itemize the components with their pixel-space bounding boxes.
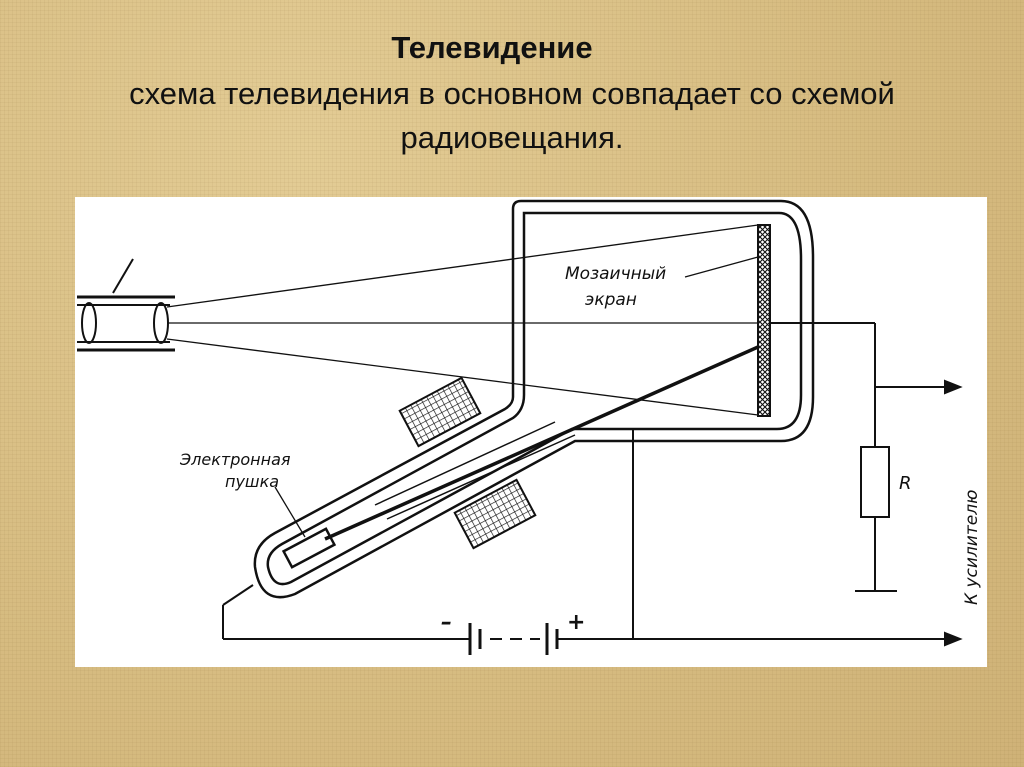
diagram-svg: Мозаичный экран Электронная пушка R К ус…: [77, 199, 982, 655]
deflection-coil-bottom: [453, 478, 537, 550]
resistor-r: [860, 446, 890, 518]
battery-circuit: [222, 584, 963, 655]
output-circuit: [770, 322, 963, 592]
deflection-coil-top: [398, 376, 482, 448]
amplifier-label: К усилителю: [962, 490, 982, 605]
lens-icon: [77, 258, 175, 352]
screen-label-line2: экран: [585, 290, 637, 310]
title-heading: Телевидение: [391, 30, 593, 65]
minus-label: –: [441, 610, 452, 635]
collector-lead: [615, 428, 685, 639]
optical-rays: [166, 224, 759, 416]
plus-label: +: [567, 610, 585, 635]
slide-title: Телевидение схема телевидения в основном…: [0, 28, 1024, 160]
tube-outline: [253, 199, 815, 599]
title-subtitle: схема телевидения в основном совпадает с…: [129, 76, 895, 155]
gun-label-line2: пушка: [225, 472, 279, 491]
mosaic-screen: [757, 224, 771, 417]
electron-beam: [324, 345, 759, 541]
screen-label-line1: Мозаичный: [565, 264, 666, 284]
gun-label-line1: Электронная: [179, 450, 291, 469]
gun-leader-line: [274, 486, 306, 538]
iconoscope-diagram: Мозаичный экран Электронная пушка R К ус…: [75, 197, 987, 667]
screen-leader-line: [684, 256, 759, 278]
resistor-label: R: [899, 473, 912, 494]
